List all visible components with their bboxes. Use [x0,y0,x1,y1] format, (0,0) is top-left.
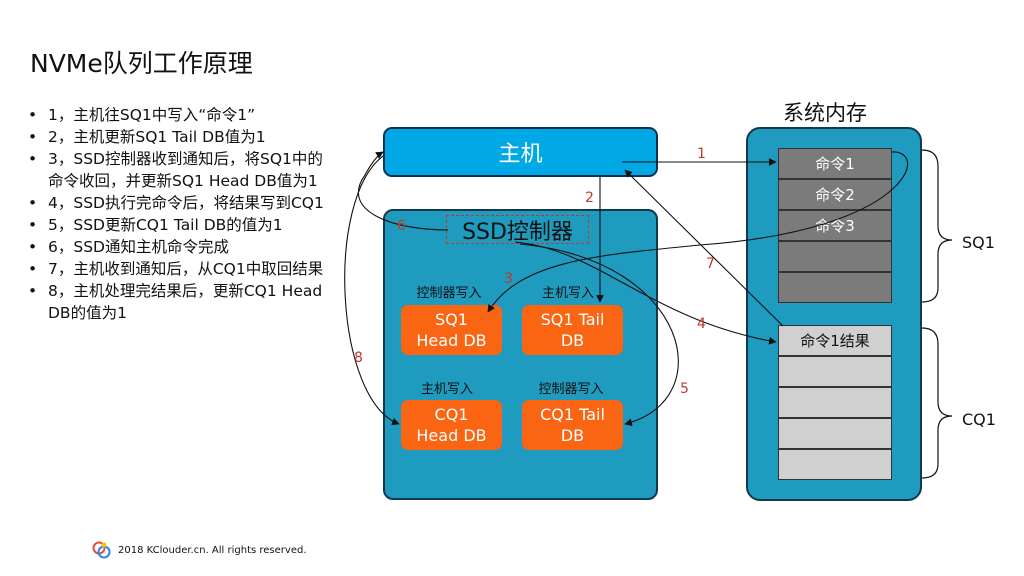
cq-slot: 命令1结果 [778,325,892,356]
cq1-tail-db-line1: CQ1 Tail [540,405,605,424]
sq1-head-db: SQ1 Head DB [401,305,502,355]
sq1-tail-db-line1: SQ1 Tail [540,310,605,329]
sq-slot: 命令1 [778,148,892,179]
cq1-head-writer-label: 主机写入 [420,382,473,397]
copyright-text: 2018 KClouder.cn. All rights reserved. [118,544,307,556]
arrow-label-8: 8 [354,350,363,366]
arrow-4 [514,241,777,345]
sq1-brace-label: SQ1 [962,233,995,252]
step-item: 7，主机收到通知后，从CQ1中取回结果 [26,258,331,280]
cq1-head-db-line2: Head DB [416,426,487,445]
memory-title: 系统内存 [783,101,867,125]
page-title: NVMe队列工作原理 [30,49,253,78]
sq1-head-writer-label: 控制器写入 [416,286,482,301]
arrow-label-3: 3 [504,271,513,287]
sq-slot [778,241,892,272]
host-box: 主机 [383,127,658,177]
cq1-brace [921,327,953,479]
step-item: 1，主机往SQ1中写入“命令1” [26,104,331,126]
cq-slot [778,449,892,480]
arrow-label-4: 4 [697,316,706,332]
step-item: 5，SSD更新CQ1 Tail DB的值为1 [26,214,331,236]
sq1-brace [921,149,953,303]
cq1-head-db: CQ1 Head DB [401,400,502,450]
arrow-6 [357,151,449,231]
sq1-head-db-line1: SQ1 [435,310,468,329]
cq-slot [778,356,892,387]
sq-slot: 命令2 [778,179,892,210]
sq1-tail-db-line2: DB [560,331,585,350]
cq1-tail-writer-label: 控制器写入 [538,382,604,397]
arrow-8 [344,155,400,426]
arrow-label-5: 5 [680,381,689,397]
arrow-label-7: 7 [706,256,715,272]
sq1-head-db-line2: Head DB [416,331,487,350]
step-list: 1，主机往SQ1中写入“命令1” 2，主机更新SQ1 Tail DB值为1 3，… [26,104,331,324]
cq1-head-db-line1: CQ1 [434,405,469,424]
cq-slot [778,418,892,449]
sq-slot [778,272,892,303]
step-item: 8，主机处理完结果后，更新CQ1 Head DB的值为1 [26,280,331,324]
sq1-tail-writer-label: 主机写入 [541,286,594,301]
step-item: 6，SSD通知主机命令完成 [26,236,331,258]
kclouder-logo-icon [92,541,111,559]
arrow-5 [519,243,679,427]
step-item: 2，主机更新SQ1 Tail DB值为1 [26,126,331,148]
sq1-tail-db: SQ1 Tail DB [522,305,623,355]
ssd-controller-label: SSD控制器 [446,215,589,245]
step-item: 4，SSD执行完命令后，将结果写到CQ1 [26,192,331,214]
step-item: 3，SSD控制器收到通知后，将SQ1中的命令收回，并更新SQ1 Head DB值… [26,148,331,192]
sq-slot: 命令3 [778,210,892,241]
cq1-tail-db-line2: DB [560,426,585,445]
cq1-brace-label: CQ1 [962,410,996,429]
arrow-7 [624,169,784,327]
cq-slot [778,387,892,418]
footer: 2018 KClouder.cn. All rights reserved. [92,540,307,560]
arrow-label-1: 1 [697,146,706,162]
cq1-tail-db: CQ1 Tail DB [522,400,623,450]
arrow-3 [487,151,909,313]
arrow-label-6: 6 [397,218,406,234]
arrow-label-2: 2 [585,190,594,206]
